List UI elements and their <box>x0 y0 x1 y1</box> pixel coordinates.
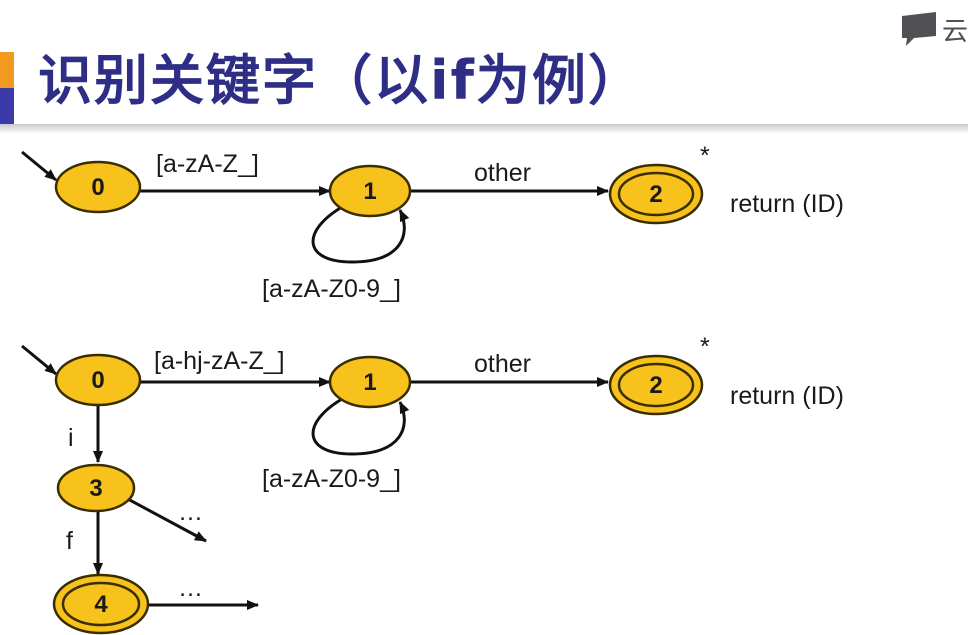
state-3-label: 3 <box>89 475 102 502</box>
loop-1 <box>311 397 410 456</box>
edge-0-1-label: [a-zA-Z_] <box>156 150 259 178</box>
action-label: return (ID) <box>730 382 844 410</box>
state-1-label: 1 <box>363 178 376 205</box>
state-0: 0 <box>54 160 142 214</box>
state-2-accepting: 2 <box>608 163 704 225</box>
loop-1 <box>311 205 410 264</box>
start-arrow-1 <box>21 150 57 182</box>
edge-0-1-label: [a-hj-zA-Z_] <box>154 347 285 375</box>
accent-bar-top <box>0 52 14 88</box>
watermark-logo: 云 <box>902 12 968 47</box>
ellipsis-4: … <box>178 574 203 602</box>
slide-title: 识别关键字（以if为例） <box>38 49 645 112</box>
state-1-label: 1 <box>363 369 376 396</box>
loop-1-label: [a-zA-Z0-9_] <box>262 275 401 303</box>
state-2-label: 2 <box>649 372 662 399</box>
state-0: 0 <box>54 353 142 407</box>
loop-1-label: [a-zA-Z0-9_] <box>262 465 401 493</box>
edge-3-out <box>125 496 207 543</box>
retract-star: * <box>700 142 710 170</box>
state-4-accepting: 4 <box>52 573 150 635</box>
edge-1-2-label: other <box>474 159 531 187</box>
action-label: return (ID) <box>730 190 844 218</box>
title-divider <box>0 124 968 134</box>
dfa-keyword-if: [a-hj-zA-Z_] [a-zA-Z0-9_] other i f … … … <box>21 333 844 635</box>
retract-star: * <box>700 333 710 361</box>
state-4-label: 4 <box>94 591 108 618</box>
chat-bubble-icon <box>902 12 936 46</box>
watermark-glyph: 云 <box>942 17 968 47</box>
state-1: 1 <box>328 355 412 409</box>
state-3: 3 <box>56 463 136 513</box>
state-2-accepting: 2 <box>608 354 704 416</box>
state-2-label: 2 <box>649 181 662 208</box>
state-0-label: 0 <box>91 367 104 394</box>
state-0-label: 0 <box>91 174 104 201</box>
dfa-identifier: [a-zA-Z_] [a-zA-Z0-9_] other 0 1 2 * ret… <box>21 142 844 303</box>
ellipsis-3: … <box>178 498 203 526</box>
edge-1-2-label: other <box>474 350 531 378</box>
accent-bar-bottom <box>0 88 14 124</box>
start-arrow-2 <box>21 344 57 376</box>
edge-0-3-label: i <box>68 424 74 452</box>
edge-3-4-label: f <box>66 527 73 555</box>
state-1: 1 <box>328 164 412 218</box>
